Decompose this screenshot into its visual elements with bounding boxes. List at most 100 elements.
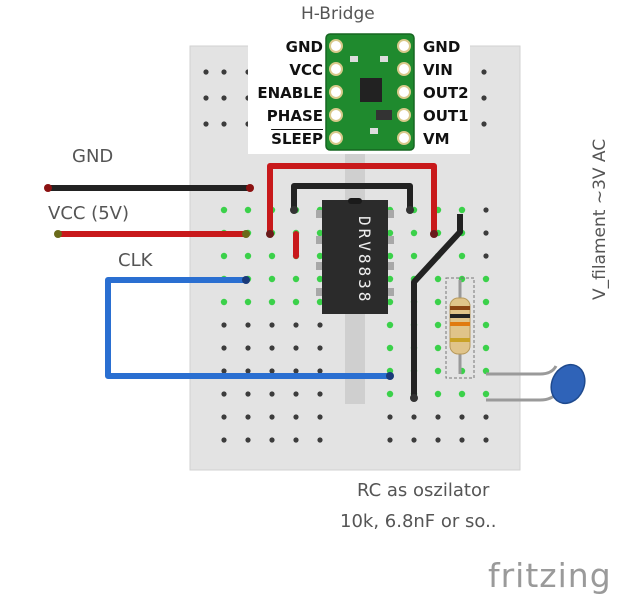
pin-label-out1: OUT1	[423, 107, 469, 125]
breadboard-hole	[221, 437, 227, 443]
pin-label-sleep: SLEEP	[271, 130, 323, 148]
breadboard-hole	[269, 414, 275, 420]
breadboard-hole	[435, 437, 441, 443]
breadboard-hole	[244, 206, 252, 214]
breadboard-hole	[410, 229, 418, 237]
pin-label-enable: ENABLE	[257, 84, 323, 102]
breadboard-hole	[434, 275, 442, 283]
chip-pin	[388, 288, 394, 296]
breadboard-hole	[481, 69, 487, 75]
breadboard-hole	[459, 437, 465, 443]
module-pin-hole	[329, 108, 343, 122]
breadboard-hole	[244, 298, 252, 306]
resistor-10k	[445, 277, 475, 379]
filament-voltage-label: V_filament ~3V AC	[590, 138, 610, 300]
chip-notch	[348, 198, 362, 204]
module-pin-hole	[329, 39, 343, 53]
breadboard-hole	[221, 368, 227, 374]
module-component	[350, 56, 358, 62]
breadboard-hole	[434, 390, 442, 398]
breadboard-hole	[292, 298, 300, 306]
breadboard-hole	[435, 414, 441, 420]
breadboard-hole	[482, 275, 490, 283]
breadboard-hole	[458, 252, 466, 260]
breadboard-hole	[482, 298, 490, 306]
chip-pin	[388, 262, 394, 270]
breadboard-hole	[386, 229, 394, 237]
breadboard-hole	[245, 414, 251, 420]
breadboard-hole	[221, 345, 227, 351]
breadboard-hole	[221, 95, 227, 101]
module-title: H-Bridge	[301, 4, 375, 24]
breadboard-hole	[387, 414, 393, 420]
breadboard-hole	[483, 253, 489, 259]
module-pin-holes	[329, 39, 411, 145]
gnd-wire-label: GND	[72, 146, 114, 167]
breadboard-hole	[293, 391, 299, 397]
breadboard-hole	[221, 121, 227, 127]
chip-pin	[388, 236, 394, 244]
breadboard-hole	[221, 322, 227, 328]
breadboard-hole	[245, 322, 251, 328]
breadboard-hole	[434, 321, 442, 329]
breadboard-hole	[269, 322, 275, 328]
breadboard-hole	[482, 344, 490, 352]
breadboard-hole	[317, 322, 323, 328]
breadboard-hole	[220, 298, 228, 306]
breadboard-hole	[458, 390, 466, 398]
pin-label-gnd-right: GND	[423, 38, 461, 56]
breadboard-hole	[316, 252, 324, 260]
rc-note-line2: 10k, 6.8nF or so..	[340, 511, 497, 532]
chip-pin	[316, 236, 322, 244]
pin-label-out2: OUT2	[423, 84, 469, 102]
pin-label-vm: VM	[423, 130, 450, 148]
breadboard-hole	[317, 414, 323, 420]
breadboard-hole	[481, 95, 487, 101]
breadboard-hole	[203, 69, 209, 75]
module-component	[370, 128, 378, 134]
module-pin-hole	[329, 131, 343, 145]
breadboard-hole	[483, 414, 489, 420]
breadboard-hole	[245, 391, 251, 397]
module-component	[376, 110, 392, 120]
breadboard-hole	[317, 437, 323, 443]
chip-pins	[316, 210, 394, 296]
breadboard-hole	[293, 437, 299, 443]
breadboard-hole	[220, 206, 228, 214]
breadboard-hole	[245, 368, 251, 374]
module-component	[380, 56, 388, 62]
breadboard-hole	[411, 437, 417, 443]
breadboard-hole	[483, 437, 489, 443]
breadboard-hole	[268, 252, 276, 260]
breadboard-hole	[483, 230, 489, 236]
breadboard-hole	[316, 229, 324, 237]
fritzing-logo-text: fritzing	[488, 556, 612, 595]
module-pin-hole	[397, 131, 411, 145]
breadboard-hole	[269, 345, 275, 351]
breadboard-hole	[268, 298, 276, 306]
gnd-bridge-wire	[290, 183, 414, 214]
breadboard-hole	[293, 322, 299, 328]
vcc-wire	[54, 230, 250, 238]
breadboard-hole	[292, 275, 300, 283]
breadboard-hole	[459, 414, 465, 420]
capacitor	[486, 363, 586, 405]
module-pin-hole	[397, 39, 411, 53]
module-pin-hole	[397, 108, 411, 122]
pin-label-vin: VIN	[423, 61, 453, 79]
breadboard-hole	[245, 437, 251, 443]
chip-pin	[388, 210, 394, 218]
breadboard-hole	[434, 367, 442, 375]
breadboard-hole	[203, 121, 209, 127]
out-wire	[410, 214, 463, 402]
vcc-wire-label: VCC (5V)	[48, 203, 129, 224]
breadboard-hole	[269, 391, 275, 397]
breadboard-hole	[317, 391, 323, 397]
vcc-bridge-wire	[266, 163, 438, 238]
gnd-wire	[44, 184, 254, 192]
module-ic	[360, 78, 382, 102]
breadboard-hole	[387, 437, 393, 443]
breadboard-hole	[317, 368, 323, 374]
module-pin-hole	[397, 85, 411, 99]
